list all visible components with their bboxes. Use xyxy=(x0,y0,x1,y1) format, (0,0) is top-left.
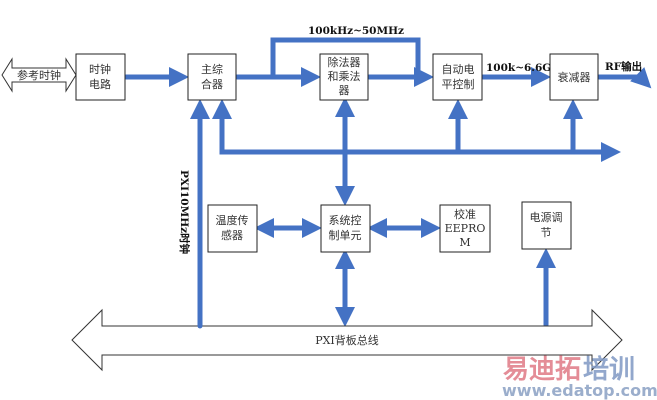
svg-text:时钟: 时钟 xyxy=(89,62,111,76)
band-full-label: 100k~6.6G xyxy=(486,62,551,74)
pxi-clock-label: PXI10MHz时钟 xyxy=(178,170,191,255)
svg-text:主综: 主综 xyxy=(201,62,223,76)
watermark: 易迪拓 培训 www.edatop.com xyxy=(502,355,657,400)
svg-text:平控制: 平控制 xyxy=(442,77,475,91)
svg-text:自动电: 自动电 xyxy=(442,63,475,76)
svg-text:系统控: 系统控 xyxy=(329,213,362,227)
pxi-backplane-bus: PXI背板总线 xyxy=(71,308,623,372)
svg-text:节: 节 xyxy=(541,226,552,239)
svg-text:培训: 培训 xyxy=(583,355,635,385)
svg-text:制单元: 制单元 xyxy=(329,229,362,242)
divider-multiplier-block: 除法器 和乘法 器 xyxy=(319,53,369,101)
svg-text:器: 器 xyxy=(339,84,350,97)
temp-sensor-block: 温度传 感器 xyxy=(207,204,258,253)
eeprom-block: 校准 EEPRO M xyxy=(439,204,491,253)
svg-text:温度传: 温度传 xyxy=(216,213,249,227)
svg-text:M: M xyxy=(459,236,470,249)
ref-clock-arrow: 参考时钟 xyxy=(1,57,77,93)
svg-text:校准: 校准 xyxy=(454,207,476,221)
svg-text:电路: 电路 xyxy=(89,78,111,91)
svg-text:EEPRO: EEPRO xyxy=(445,222,486,235)
svg-text:易迪拓: 易迪拓 xyxy=(503,355,581,385)
alc-block: 自动电 平控制 xyxy=(432,53,483,101)
svg-text:除法器: 除法器 xyxy=(328,55,361,69)
svg-text:合器: 合器 xyxy=(201,77,223,91)
clock-circuit-block: 时钟 电路 xyxy=(75,53,126,101)
main-synthesizer-block: 主综 合器 xyxy=(187,53,237,101)
svg-text:电源调: 电源调 xyxy=(530,210,563,224)
power-regulation-block: 电源调 节 xyxy=(521,201,572,250)
connections xyxy=(123,37,652,328)
rf-out-label: RF输出 xyxy=(605,60,642,73)
svg-text:和乘法: 和乘法 xyxy=(328,69,361,83)
svg-text:感器: 感器 xyxy=(221,229,243,242)
ref-clock-label: 参考时钟 xyxy=(17,68,61,82)
svg-text:PXI背板总线: PXI背板总线 xyxy=(315,333,379,347)
attenuator-block: 衰减器 xyxy=(549,53,599,101)
svg-text:www.edatop.com: www.edatop.com xyxy=(502,381,657,400)
band-low-label: 100kHz~50MHz xyxy=(308,25,404,37)
svg-text:衰减器: 衰减器 xyxy=(558,70,591,84)
system-control-block: 系统控 制单元 xyxy=(320,204,371,253)
